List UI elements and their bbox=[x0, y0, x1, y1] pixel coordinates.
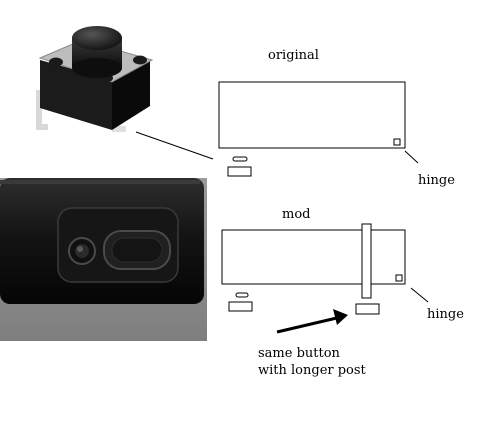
original-button bbox=[227, 166, 252, 177]
caption-line-2: with longer post bbox=[258, 363, 366, 378]
label-hinge-bottom: hinge bbox=[427, 307, 464, 322]
label-original: original bbox=[268, 48, 319, 63]
mod-body bbox=[221, 229, 406, 285]
original-hinge bbox=[393, 138, 401, 146]
mod-hinge bbox=[395, 274, 403, 282]
mod-post bbox=[235, 292, 249, 298]
hinge-pointer-bottom bbox=[410, 287, 429, 303]
original-body bbox=[218, 81, 406, 149]
device-closeup-photo bbox=[0, 178, 207, 341]
long-post bbox=[361, 223, 372, 299]
tactile-switch-photo bbox=[36, 26, 154, 132]
label-hinge-top: hinge bbox=[418, 173, 455, 188]
mod-long-button bbox=[355, 303, 380, 315]
caption-line-1: same button bbox=[258, 346, 340, 361]
hinge-pointer-top bbox=[404, 150, 419, 164]
pointer-line bbox=[135, 131, 214, 160]
caption-arrow bbox=[276, 315, 342, 334]
original-post bbox=[232, 156, 248, 162]
caption-arrowhead bbox=[333, 309, 348, 325]
mod-button bbox=[228, 301, 253, 312]
label-mod: mod bbox=[282, 207, 311, 222]
